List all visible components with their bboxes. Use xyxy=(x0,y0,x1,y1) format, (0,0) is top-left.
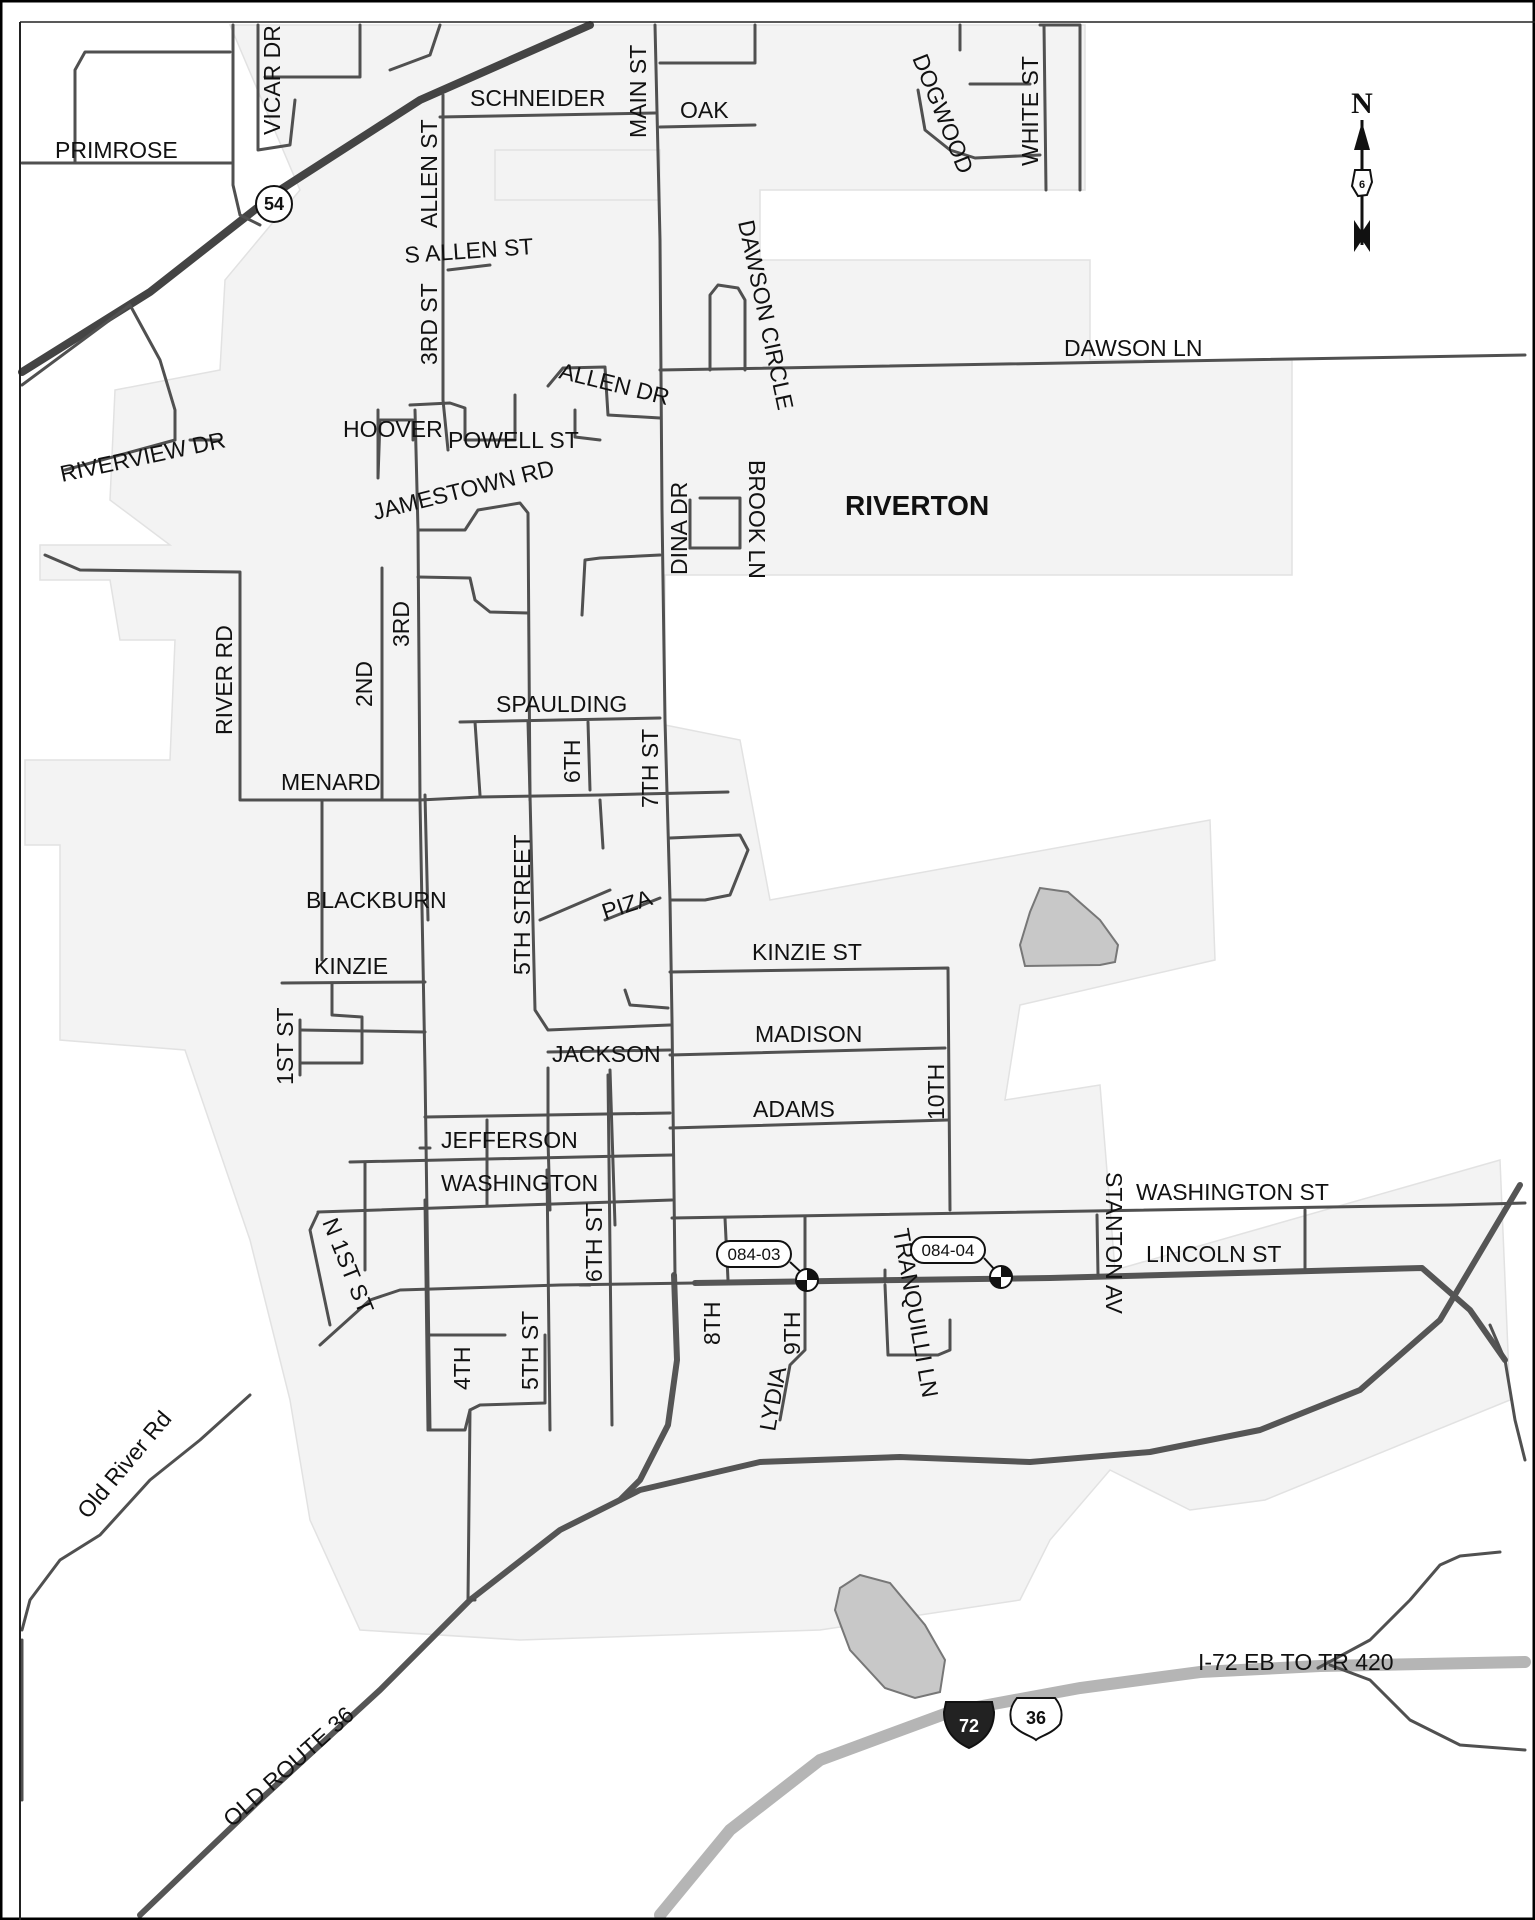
label-sixth-st: 6TH ST xyxy=(581,1203,607,1282)
label-fifth-st: 5TH ST xyxy=(517,1311,543,1390)
lake-north xyxy=(1018,886,1120,968)
local-roads xyxy=(20,23,1527,1802)
label-third-st: 3RD ST xyxy=(416,283,442,365)
label-main-st: MAIN ST xyxy=(625,45,651,138)
town-area xyxy=(24,24,1511,1641)
label-second: 2ND xyxy=(351,661,377,707)
label-old-river-rd: Old River Rd xyxy=(72,1406,177,1524)
north-arrow: N 6 xyxy=(1350,87,1374,252)
label-allen-st: ALLEN ST xyxy=(416,119,442,228)
state-outline-icon xyxy=(1350,169,1374,198)
label-jefferson: JEFFERSON xyxy=(441,1127,578,1153)
label-schneider: SCHNEIDER xyxy=(470,85,605,111)
label-third: 3RD xyxy=(388,601,414,647)
us-36-shield: 36 xyxy=(1009,1697,1063,1742)
label-fourth: 4TH xyxy=(449,1347,475,1390)
label-washington: WASHINGTON xyxy=(441,1170,598,1196)
label-jackson: JACKSON xyxy=(552,1041,661,1067)
label-fifth-street: 5TH STREET xyxy=(509,834,535,975)
label-madison: MADISON xyxy=(755,1021,862,1047)
label-dawson-ln: DAWSON LN xyxy=(1064,335,1202,361)
label-riverton: RIVERTON xyxy=(845,490,989,521)
label-kinzie-st: KINZIE ST xyxy=(752,939,862,965)
label-eighth: 8TH xyxy=(699,1302,725,1345)
label-oak: OAK xyxy=(680,97,729,123)
label-sixth: 6TH xyxy=(559,740,585,783)
old-route-36 xyxy=(137,1182,1523,1918)
marker-084-03[interactable]: 084-03 xyxy=(716,1240,819,1292)
us-36-number: 36 xyxy=(1026,1708,1046,1728)
main-st-south-curve xyxy=(617,1272,680,1503)
label-kinzie: KINZIE xyxy=(314,953,388,979)
lincoln-st xyxy=(692,1265,1508,1363)
interstate-72-shield: 72 xyxy=(942,1701,996,1750)
lake-south xyxy=(833,1573,947,1700)
route-54-number: 54 xyxy=(264,194,284,214)
label-ninth: 9TH xyxy=(779,1312,805,1355)
label-dina-dr: DINA DR xyxy=(666,482,692,575)
label-first-st: 1ST ST xyxy=(272,1007,298,1085)
route-54-shield: 54 xyxy=(255,185,293,223)
north-arrow-state-icon-number: 6 xyxy=(1359,179,1365,191)
label-primrose: PRIMROSE xyxy=(55,137,178,163)
label-river-rd: RIVER RD xyxy=(211,625,237,735)
interstate-i72 xyxy=(654,1656,1531,1920)
marker-084-04[interactable]: 084-04 xyxy=(910,1236,1013,1289)
label-hoover: HOOVER xyxy=(343,416,443,442)
label-lincoln-st: LINCOLN ST xyxy=(1146,1241,1281,1267)
label-menard: MENARD xyxy=(281,769,381,795)
label-washington-st: WASHINGTON ST xyxy=(1136,1179,1329,1205)
label-stanton-av: STANTON AV xyxy=(1101,1172,1127,1315)
label-spaulding: SPAULDING xyxy=(496,691,627,717)
label-blackburn: BLACKBURN xyxy=(306,887,447,913)
label-old-route-36: OLD ROUTE 36 xyxy=(218,1701,359,1832)
north-arrow-label: N xyxy=(1351,87,1373,120)
label-powell-st: POWELL ST xyxy=(448,427,579,453)
label-tenth: 10TH xyxy=(923,1064,949,1120)
label-vicar-dr: VICAR DR xyxy=(259,25,285,135)
marker-084-04-label: 084-04 xyxy=(922,1241,975,1260)
marker-084-03-label: 084-03 xyxy=(728,1245,781,1264)
label-i72-eb: I-72 EB TO TR 420 xyxy=(1198,1649,1394,1675)
label-seventh-st: 7TH ST xyxy=(637,729,663,808)
label-brook-ln: BROOK LN xyxy=(744,460,770,579)
interstate-72-number: 72 xyxy=(959,1716,979,1736)
label-adams: ADAMS xyxy=(753,1096,835,1122)
label-white-st: WHITE ST xyxy=(1017,56,1043,166)
